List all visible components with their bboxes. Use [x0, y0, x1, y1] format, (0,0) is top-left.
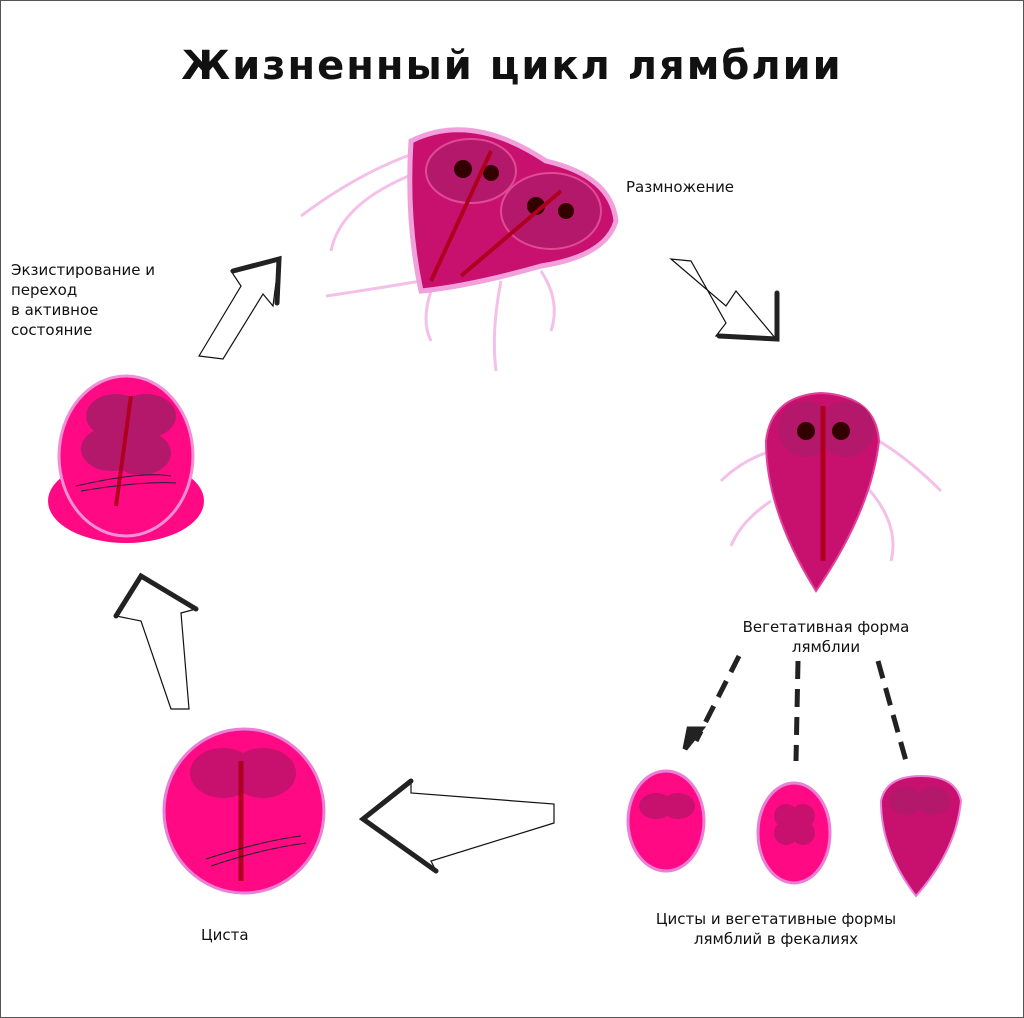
diagram-title: Жизненный цикл лямблии — [181, 43, 843, 89]
fecal-cyst-1 — [626, 769, 706, 873]
label-line: состояние — [11, 321, 93, 339]
dashed-arrows — [682, 654, 909, 762]
cyst — [162, 727, 326, 895]
arrow-shadows — [113, 255, 780, 874]
label-line: лямблии — [791, 638, 861, 656]
label-line: в активное — [11, 301, 99, 319]
vegetative-trophozoite — [764, 391, 881, 593]
label-reproduction: Размножение — [626, 178, 735, 196]
label-line: Вегетативная форма — [742, 618, 910, 636]
label-line: лямблий в фекалиях — [693, 930, 859, 948]
label-line: Цисты и вегетативные формы — [655, 910, 897, 928]
fecal-trophozoite — [879, 774, 963, 898]
dividing-trophozoite — [407, 127, 619, 294]
fecal-cyst-2 — [756, 781, 832, 885]
label-excystation: Экзистирование и переход в активное сост… — [11, 260, 155, 340]
excysting-cyst — [48, 374, 204, 543]
label-line: Экзистирование и — [11, 261, 156, 279]
label-vegetative-form: Вегетативная форма лямблии — [736, 617, 916, 657]
label-feces: Цисты и вегетативные формы лямблий в фек… — [641, 909, 911, 949]
label-line: переход — [11, 281, 78, 299]
label-cyst: Циста — [201, 926, 249, 944]
cycle-arrows — [115, 258, 778, 872]
arrow-excystation-to-reproduction — [198, 258, 280, 360]
arrow-reproduction-to-vegetative — [669, 258, 778, 340]
